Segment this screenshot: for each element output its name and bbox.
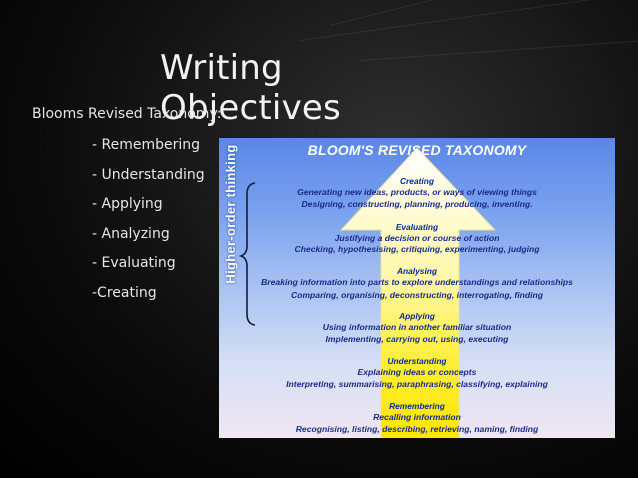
level-analysing-line2: Comparing, organising, deconstructing, i…: [290, 290, 544, 300]
level-creating-line1: Generating new ideas, products, or ways …: [297, 187, 537, 197]
level-evaluating-line2: Checking, hypothesising, critiquing, exp…: [294, 244, 540, 254]
background-streak: [329, 0, 638, 26]
bullet-item-applying: - Applying: [92, 196, 163, 212]
slide-title: Writing Objectives: [160, 48, 341, 128]
level-applying-name: Applying: [399, 311, 435, 321]
level-applying-line2: Implementing, carrying out, using, execu…: [325, 334, 509, 344]
slide-subtitle: Blooms Revised Taxonomy:: [32, 106, 222, 122]
bullet-item-analyzing: - Analyzing: [92, 225, 170, 242]
level-remembering-name: Remembering: [389, 401, 445, 411]
higher-order-thinking-label: Higher-order thinking: [223, 144, 238, 284]
level-evaluating-name: Evaluating: [395, 222, 439, 232]
level-creating-name: Creating: [400, 176, 434, 186]
bullet-item-creating: -Creating: [92, 284, 157, 301]
level-understanding-name: Understanding: [387, 356, 447, 366]
bullet-list: - Remembering - Understanding - Applying…: [92, 138, 205, 315]
level-remembering-line2: Recognising, listing, describing, retrie…: [295, 424, 539, 434]
bloom-taxonomy-diagram: BLOOM'S REVISED TAXONOMY Higher-order th…: [219, 138, 615, 438]
upward-arrow: [339, 147, 497, 438]
level-analysing-name: Analysing: [396, 266, 438, 276]
level-creating-line2: Designing, constructing, planning, produ…: [301, 199, 533, 209]
level-evaluating-line1: Justifying a decision or course of actio…: [334, 233, 500, 243]
level-remembering-line1: Recalling information: [373, 412, 461, 422]
bullet-item-remembering: - Remembering: [92, 137, 201, 153]
bullet-item-understanding: - Understanding: [92, 166, 205, 183]
diagram-title: BLOOM'S REVISED TAXONOMY: [307, 142, 527, 158]
bullet-item-evaluating: - Evaluating: [92, 255, 176, 271]
level-understanding-line2: Interpreting, summarising, paraphrasing,…: [286, 379, 548, 389]
level-analysing-line1: Breaking information into parts to explo…: [261, 277, 573, 287]
level-applying-line1: Using information in another familiar si…: [322, 322, 512, 332]
arrow-graphic: [238, 147, 497, 438]
level-understanding-line1: Explaining ideas or concepts: [357, 367, 477, 377]
brace-icon: [238, 182, 256, 326]
